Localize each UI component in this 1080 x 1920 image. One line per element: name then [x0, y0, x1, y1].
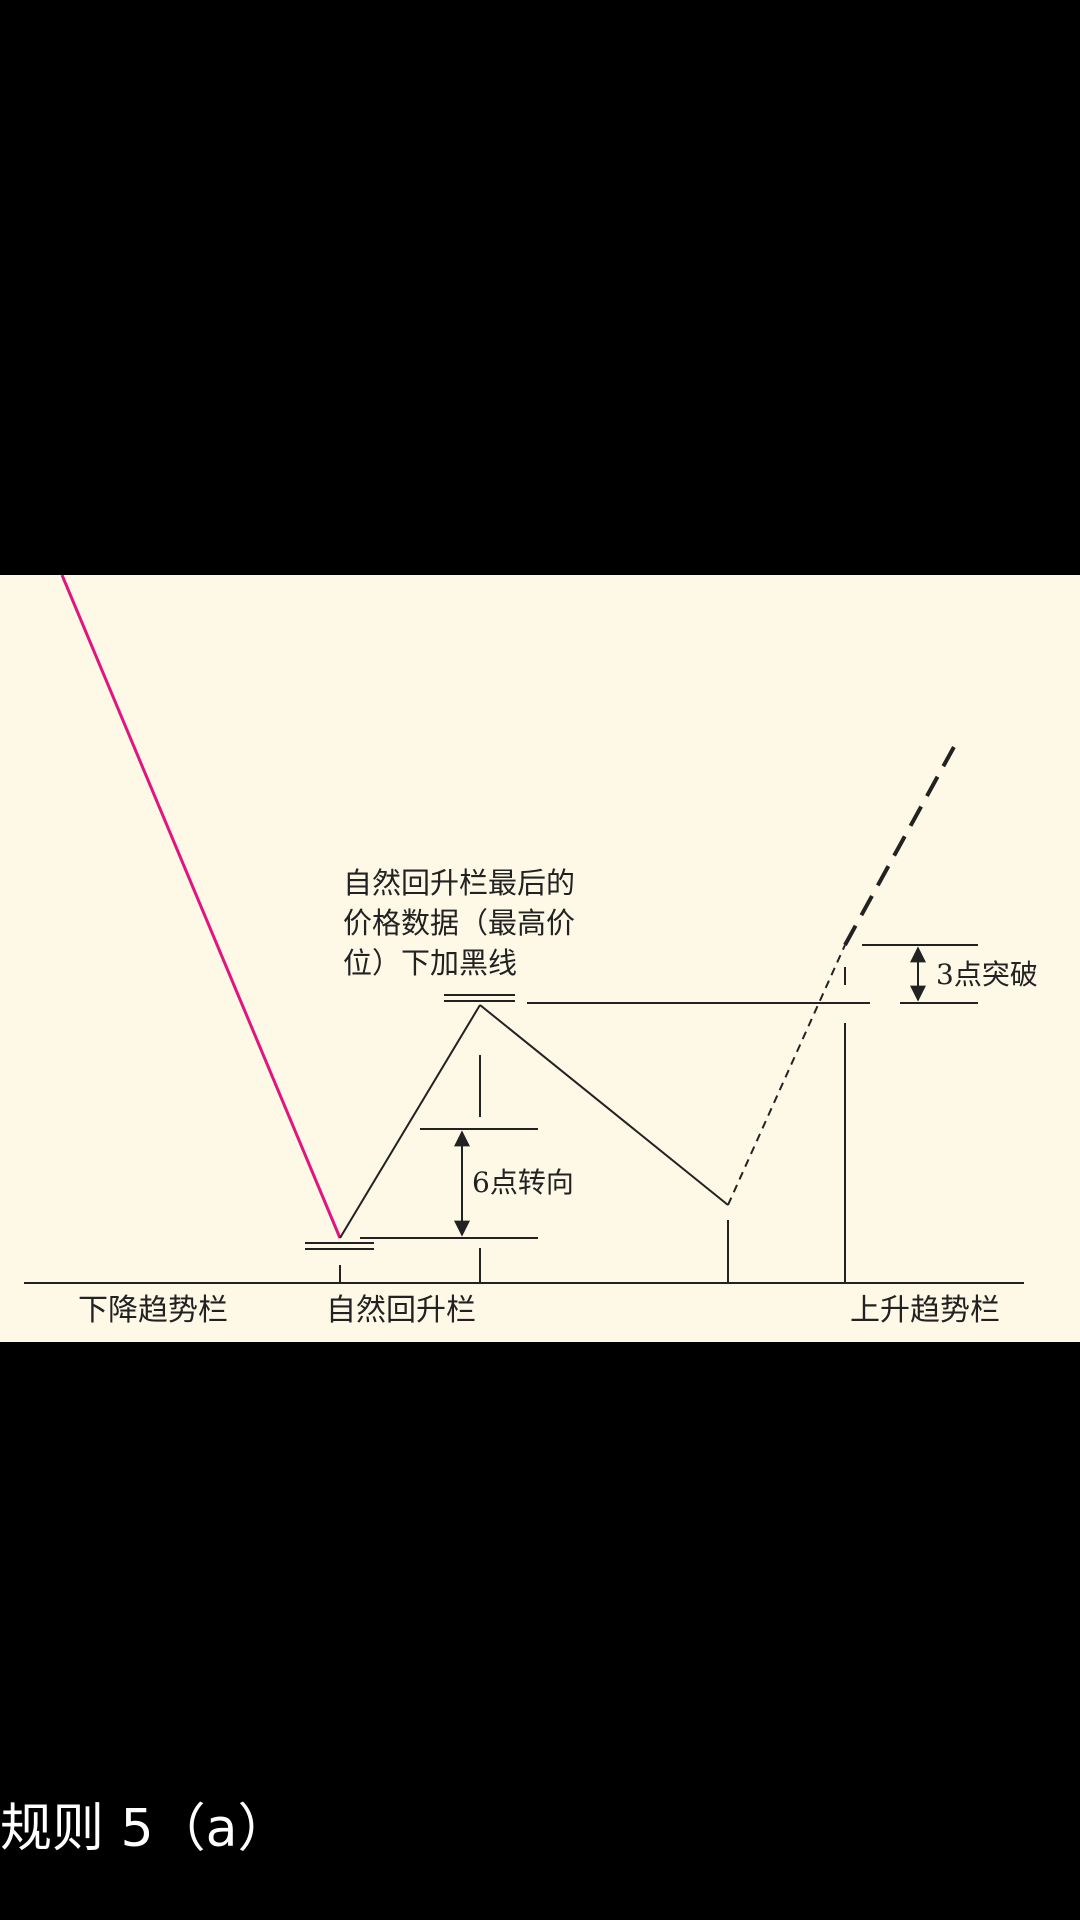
natural-rally-line	[339, 1004, 481, 1239]
uptrend-bold-dashed	[843, 744, 957, 946]
column-label-uptrend: 上升趋势栏	[850, 1293, 1000, 1328]
annotation-line-1: 自然回升栏最后的	[343, 866, 575, 900]
uptrend-thin-dashed	[727, 944, 846, 1206]
livermore-rule-diagram: 6点转向 3点突破 自然回升栏最后的 价格数据（最高价 位）下加黑线 下降趋势栏…	[0, 575, 1080, 1342]
breakout-label: 3点突破	[936, 958, 1038, 991]
annotation-line-2: 价格数据（最高价	[343, 906, 575, 940]
downtrend-line	[60, 575, 342, 1239]
column-label-natural-rally: 自然回升栏	[326, 1293, 476, 1328]
diagram-svg: 6点转向 3点突破 自然回升栏最后的 价格数据（最高价 位）下加黑线 下降趋势栏…	[24, 575, 1038, 1328]
annotation-line-3: 位）下加黑线	[343, 946, 517, 980]
column-label-downtrend: 下降趋势栏	[78, 1293, 228, 1328]
reaction-line	[479, 1004, 729, 1206]
caption: 规则 5（a）	[0, 1799, 290, 1859]
reversal-label: 6点转向	[472, 1166, 574, 1199]
